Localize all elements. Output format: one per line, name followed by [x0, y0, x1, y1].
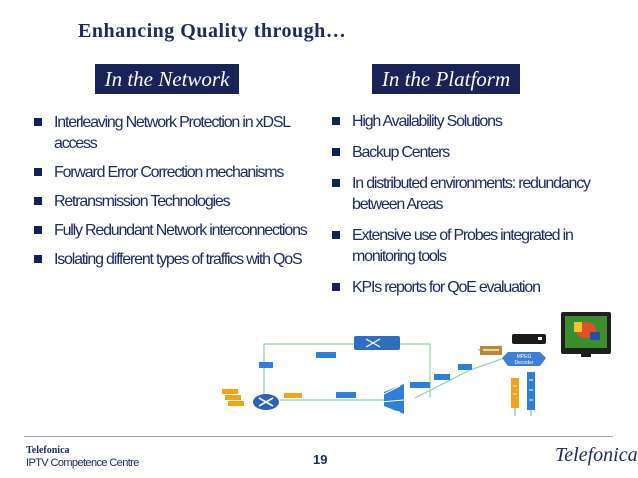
bullet-square-icon [34, 118, 42, 126]
data-packets [259, 352, 472, 398]
list-item: Isolating different types of traffics wi… [34, 249, 324, 270]
decoder-label-line2: Decoder [515, 360, 534, 366]
modem-icon [480, 346, 502, 355]
packet-icon [458, 364, 472, 370]
frame-stacks [511, 372, 535, 416]
packet-icon [222, 389, 238, 394]
page-number: 19 [313, 452, 328, 467]
network-bullet-list: Interleaving Network Protection in xDSL … [34, 112, 324, 278]
list-item: Retransmission Technologies [34, 191, 324, 212]
packet-icon [336, 392, 356, 398]
packet-icon [284, 393, 302, 398]
bullet-square-icon [332, 117, 340, 125]
network-heading: In the Network [95, 64, 239, 94]
platform-heading: In the Platform [372, 64, 520, 94]
packet-icon [410, 382, 430, 388]
list-item: In distributed environments: redundancy … [332, 173, 627, 215]
bullet-text: KPIs reports for QoE evaluation [352, 279, 541, 296]
footer-unit: IPTV Competence Centre [26, 457, 139, 469]
slide-title: Enhancing Quality through… [78, 20, 347, 42]
footer-organization: Telefonica [26, 445, 70, 456]
bullet-text: Retransmission Technologies [54, 193, 231, 210]
bullet-text: In distributed environments: redundancy … [352, 175, 591, 213]
mpeg-decoder-icon: MPEG Decoder [502, 352, 546, 366]
bullet-text: Interleaving Network Protection in xDSL … [54, 114, 291, 152]
decoder-label-line1: MPEG [517, 354, 532, 360]
footer-divider [24, 436, 613, 437]
packet-icon [316, 352, 336, 358]
list-item: Interleaving Network Protection in xDSL … [34, 112, 324, 154]
bullet-text: Extensive use of Probes integrated in mo… [352, 227, 574, 265]
bullet-square-icon [34, 255, 42, 263]
bullet-square-icon [332, 283, 340, 291]
list-item: Extensive use of Probes integrated in mo… [332, 225, 627, 267]
bullet-square-icon [34, 168, 42, 176]
orange-packets [222, 389, 302, 406]
telefonica-logo: Telefonica [555, 444, 638, 466]
list-item: Forward Error Correction mechanisms [34, 162, 324, 183]
packet-icon [228, 401, 244, 406]
bullet-text: High Availability Solutions [352, 113, 503, 130]
settop-box-icon [512, 334, 546, 344]
list-item: Backup Centers [332, 142, 627, 163]
bullet-text: Isolating different types of traffics wi… [54, 251, 303, 268]
platform-bullet-list: High Availability Solutions Backup Cente… [332, 111, 627, 308]
bullet-square-icon [332, 179, 340, 187]
packet-icon [225, 395, 241, 400]
packet-icon [434, 374, 450, 380]
packet-icon [259, 362, 273, 368]
bullet-square-icon [34, 197, 42, 205]
television-icon [561, 312, 611, 357]
list-item: Fully Redundant Network interconnections [34, 220, 324, 241]
bullet-text: Fully Redundant Network interconnections [54, 222, 308, 239]
bullet-square-icon [332, 231, 340, 239]
dslam-icon [379, 384, 405, 414]
router-icon [253, 394, 279, 410]
switch-icon [354, 336, 400, 350]
bullet-text: Backup Centers [352, 144, 450, 161]
bullet-square-icon [332, 148, 340, 156]
bullet-square-icon [34, 226, 42, 234]
list-item: KPIs reports for QoE evaluation [332, 277, 627, 298]
bullet-text: Forward Error Correction mechanisms [54, 164, 284, 181]
list-item: High Availability Solutions [332, 111, 627, 132]
